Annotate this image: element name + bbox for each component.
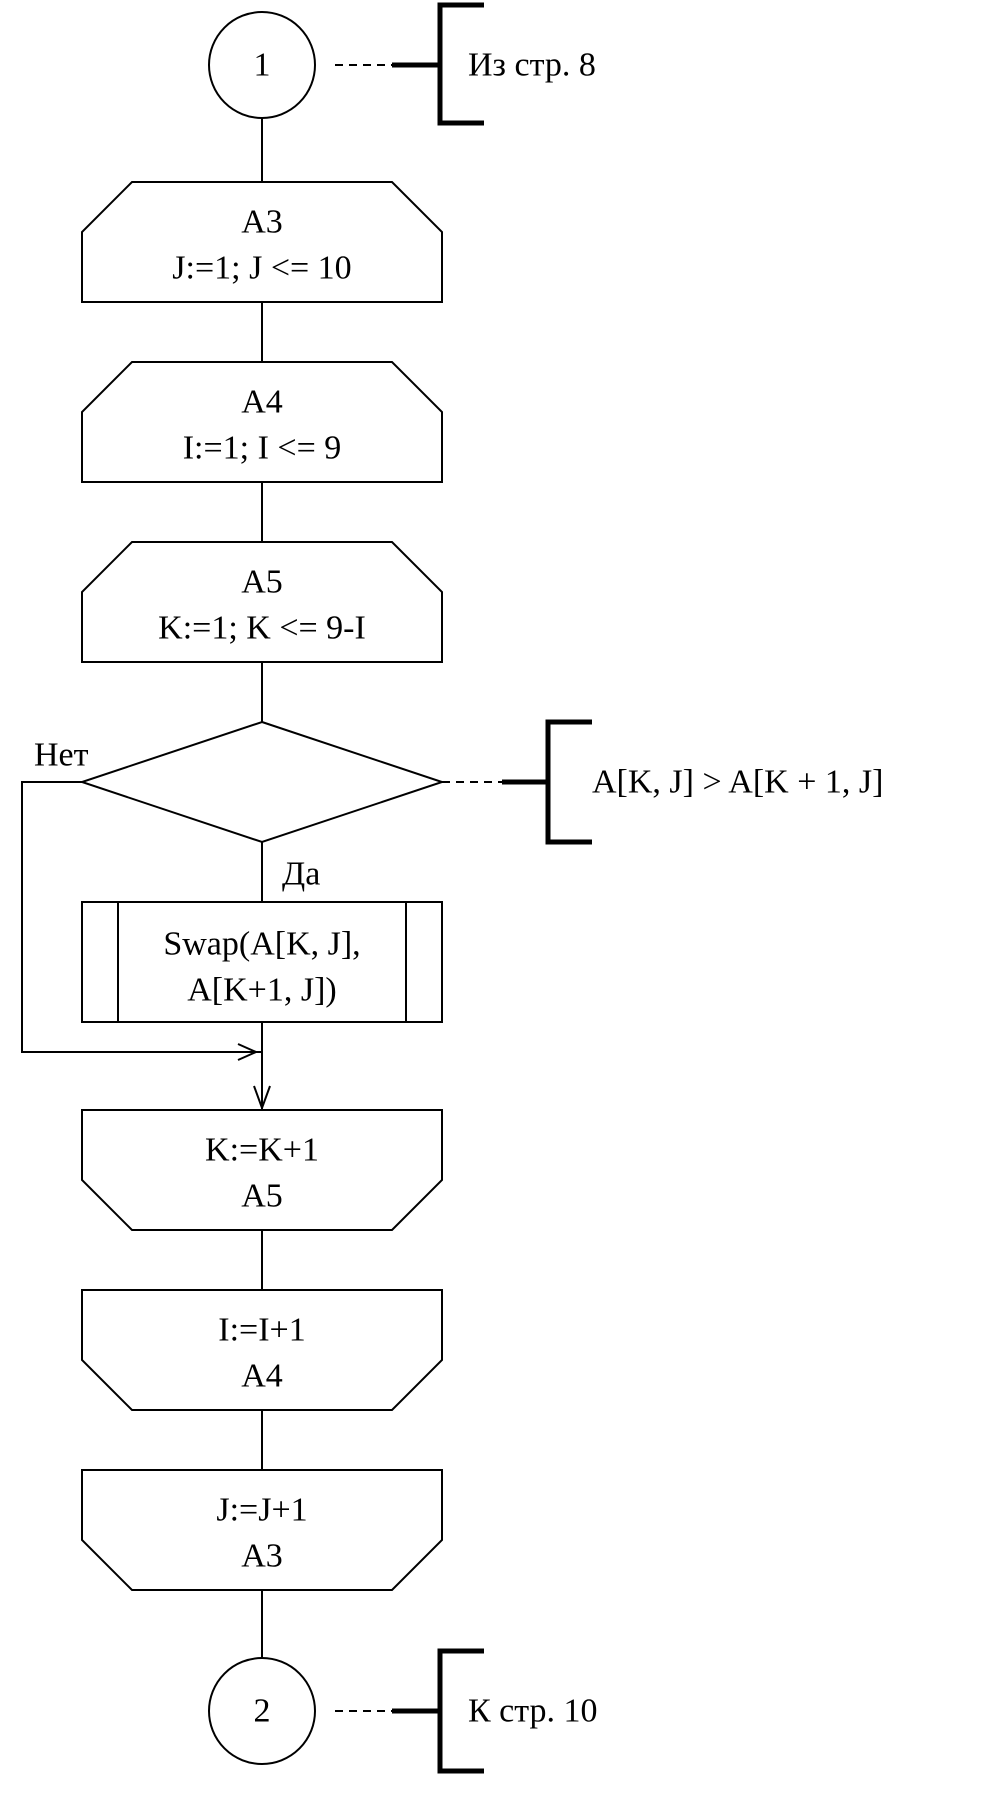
comment-bracket [437, 1648, 484, 1774]
connector-number: 1 [254, 47, 271, 84]
loop-name: A4 [241, 384, 283, 421]
connector-circle [208, 11, 316, 119]
connector-note: К стр. 10 [468, 1693, 598, 1730]
comment-bracket [437, 2, 484, 126]
top-connector: 1 Из стр. 8 [208, 2, 596, 126]
loop-start-a5: A5 K:=1; K <= 9-I [81, 541, 443, 663]
process-line1: Swap(A[K, J], [163, 926, 360, 963]
loop-start-a3: A3 J:=1; J <= 10 [81, 181, 443, 303]
connector-number: 2 [254, 1693, 271, 1730]
loop-name: A3 [241, 1538, 283, 1575]
loop-condition: J:=1; J <= 10 [172, 250, 351, 287]
arrowhead-down [253, 1085, 271, 1111]
decision-no-label: Нет [34, 737, 89, 774]
connector-circle [208, 1657, 316, 1765]
decision-diamond [78, 720, 446, 844]
decision-yes-label: Да [282, 856, 320, 893]
loop-step: J:=J+1 [216, 1492, 307, 1529]
loop-end-a5: K:=K+1 A5 [81, 1109, 443, 1231]
loop-condition: I:=1; I <= 9 [183, 430, 342, 467]
loop-name: A5 [241, 1178, 283, 1215]
process-line2: A[K+1, J]) [187, 972, 336, 1009]
loop-start-a4: A4 I:=1; I <= 9 [81, 361, 443, 483]
loop-condition: K:=1; K <= 9-I [158, 610, 366, 647]
loop-name: A5 [241, 564, 283, 601]
decision-comment: A[K, J] > A[K + 1, J] [592, 764, 883, 801]
arrowhead-right [237, 1043, 259, 1061]
loop-end-a4: I:=I+1 A4 [81, 1289, 443, 1411]
loop-step: K:=K+1 [205, 1132, 319, 1169]
bottom-connector: 2 К стр. 10 [208, 1648, 598, 1774]
connector-note: Из стр. 8 [468, 47, 596, 84]
no-branch-path [21, 781, 262, 1053]
loop-step: I:=I+1 [218, 1312, 305, 1349]
decision: Нет Да A[K, J] > A[K + 1, J] [34, 719, 883, 893]
loop-end-a3: J:=J+1 A3 [81, 1469, 443, 1591]
comment-bracket [545, 719, 592, 845]
loop-name: A3 [241, 204, 283, 241]
swap-process: Swap(A[K, J], A[K+1, J]) [81, 901, 443, 1023]
loop-name: A4 [241, 1358, 283, 1395]
